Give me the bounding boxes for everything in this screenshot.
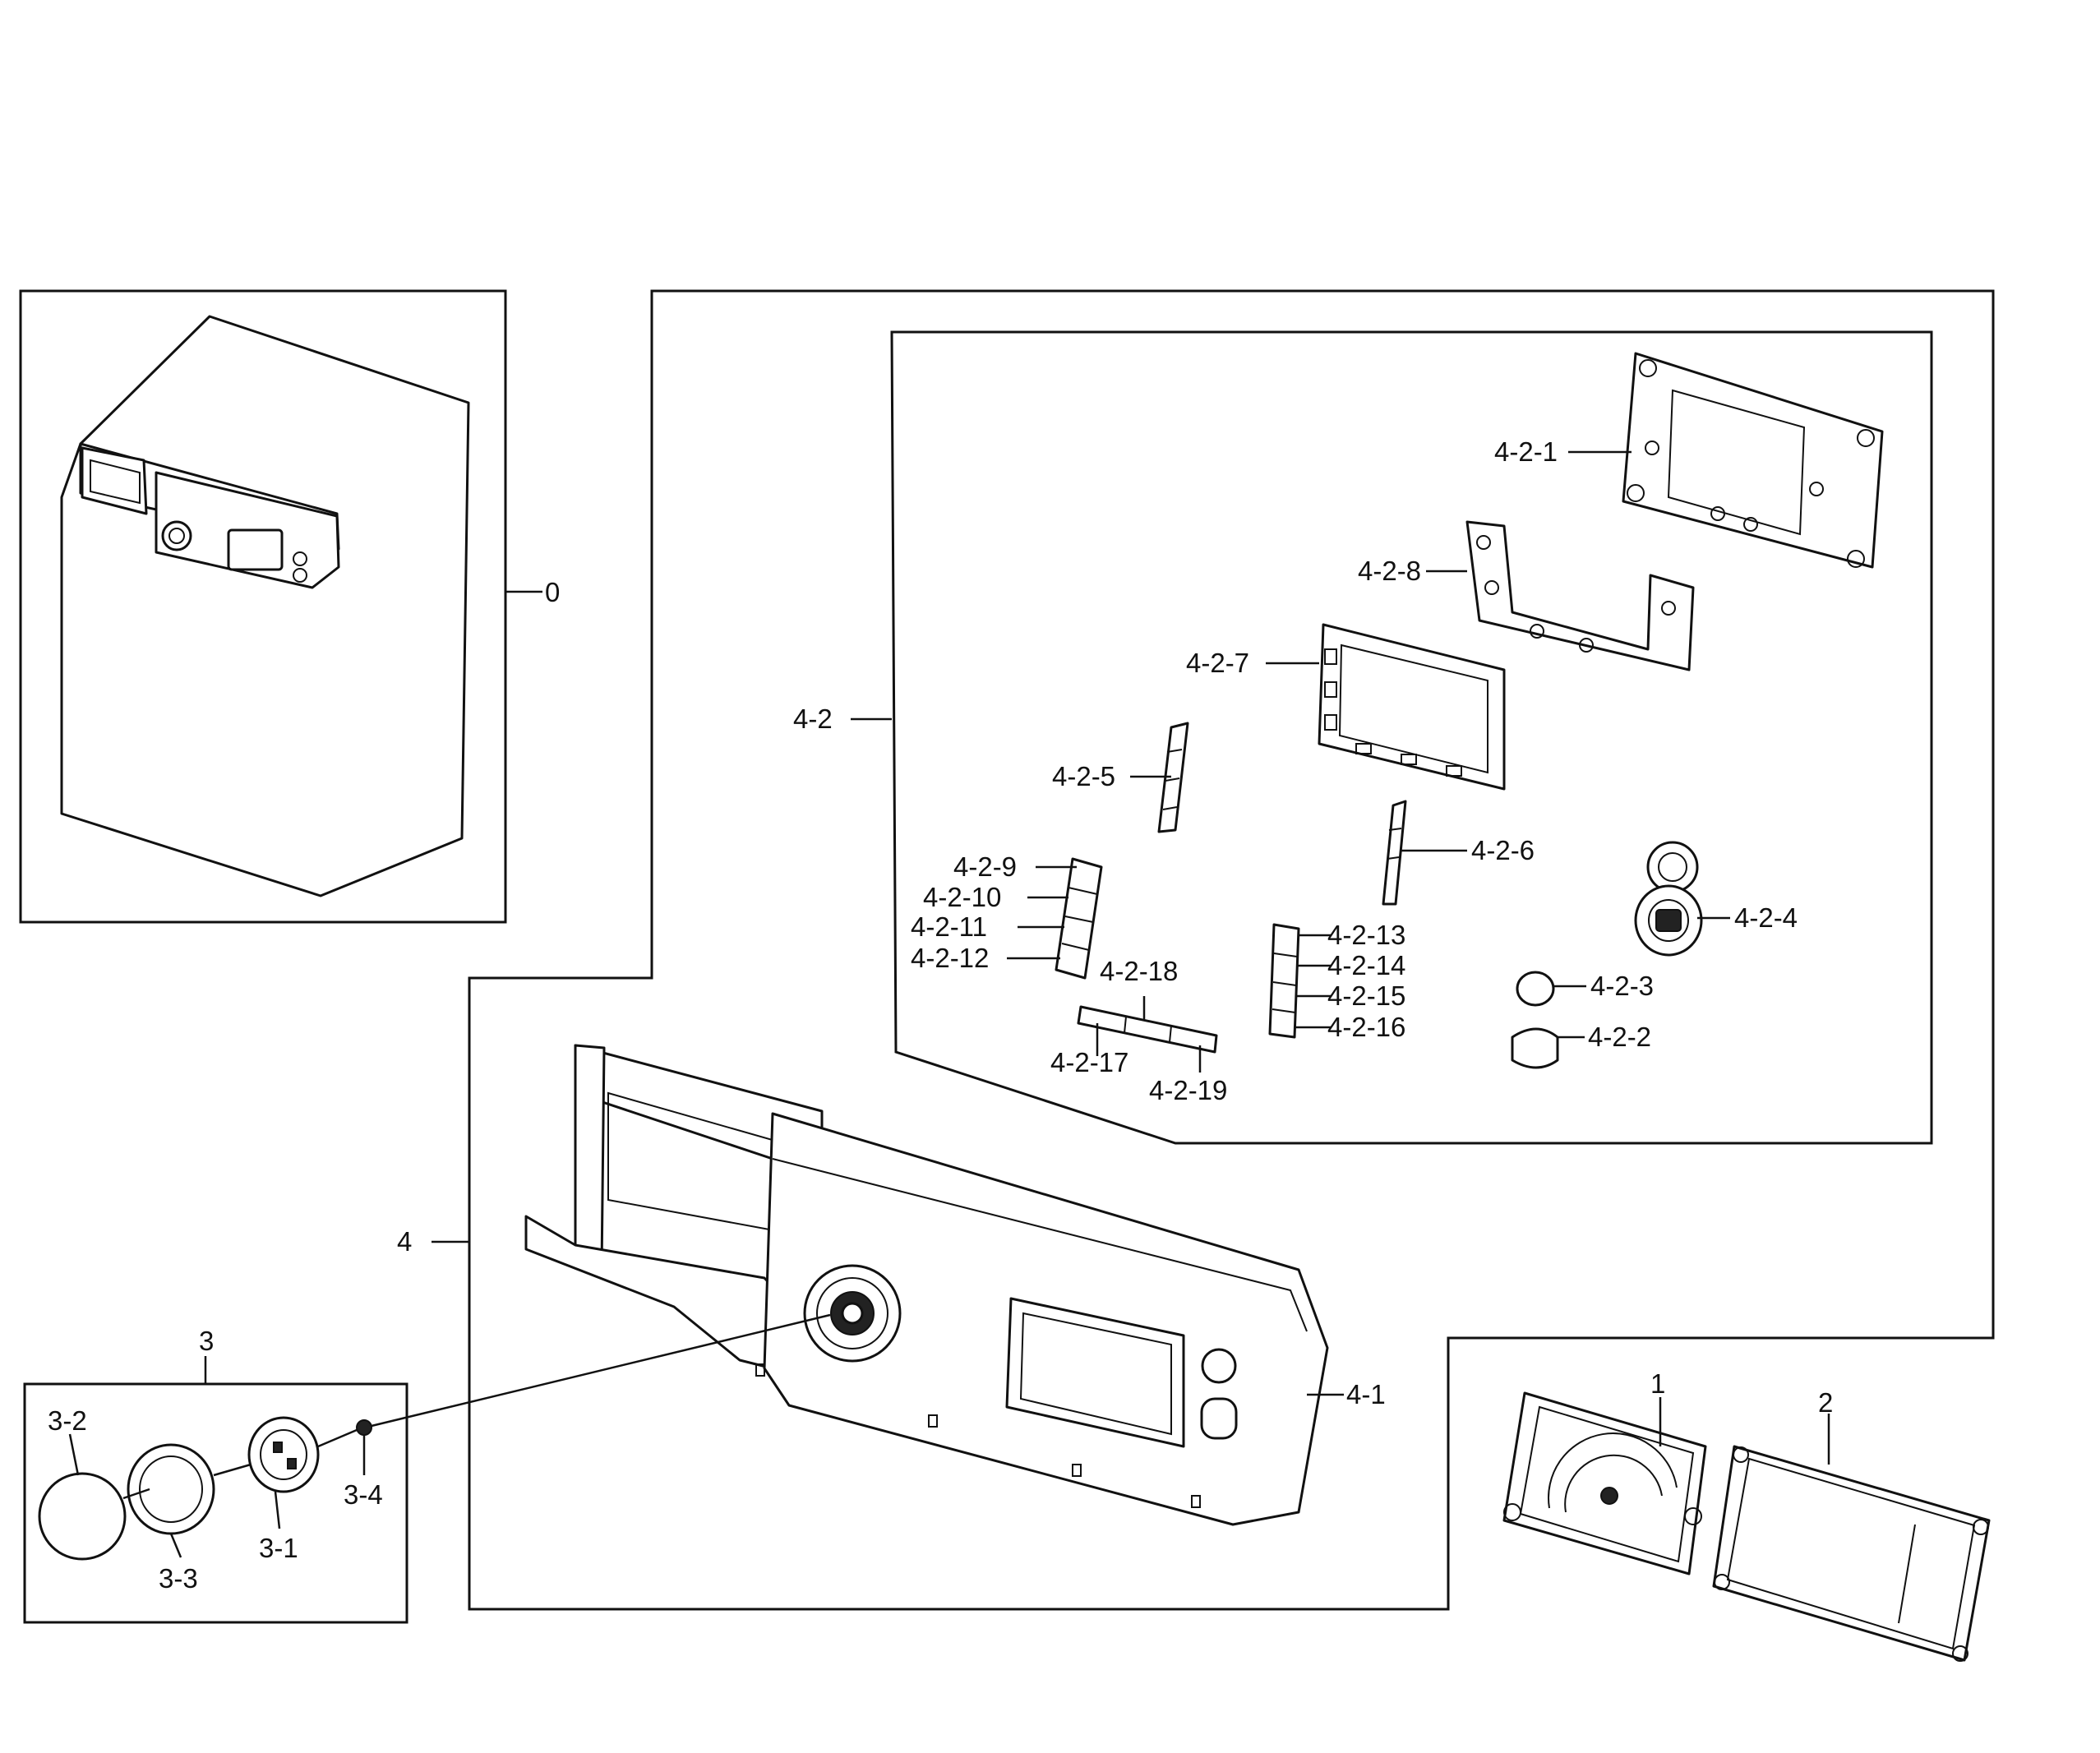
label-4-1: 4-1 (1346, 1379, 1386, 1409)
label-2: 2 (1818, 1387, 1833, 1418)
frame-assembly-4-2 (890, 330, 1933, 1145)
label-4-2-17: 4-2-17 (1050, 1047, 1128, 1077)
label-3-1: 3-1 (259, 1533, 298, 1563)
washer-overview (60, 315, 542, 897)
label-4-2-16: 4-2-16 (1327, 1012, 1405, 1042)
overview-dial (161, 520, 192, 551)
part-3-1-knob-body (247, 1416, 320, 1493)
label-4-2-11: 4-2-11 (911, 911, 987, 942)
part-4-2-9-12-button-stack (1007, 857, 1103, 980)
label-4-2-9: 4-2-9 (953, 851, 1017, 882)
label-4-2-14: 4-2-14 (1327, 950, 1405, 980)
part-2-pcb (1712, 1414, 1991, 1662)
part-4-2-7-display-frame (1266, 623, 1506, 791)
label-4-2-2: 4-2-2 (1588, 1022, 1651, 1052)
label-4-2-12: 4-2-12 (911, 943, 989, 973)
label-4-2-19: 4-2-19 (1149, 1075, 1227, 1105)
label-4-2-8: 4-2-8 (1358, 556, 1421, 586)
part-3-4-knob-nut (356, 1419, 372, 1436)
knob-assembly (38, 1313, 831, 1561)
part-4-2-8-sub-pcb (1426, 520, 1695, 671)
label-4-2: 4-2 (793, 704, 833, 734)
part-3-3-knob-ring (127, 1443, 215, 1535)
part-3-2-knob-cap (38, 1472, 127, 1561)
label-1: 1 (1650, 1368, 1665, 1399)
part-4-2-1-main-pcb (1568, 352, 1884, 569)
frame-assembly-3 (23, 1382, 408, 1624)
frame-assembly-0 (19, 289, 507, 924)
frame-assembly-4 (468, 289, 1995, 1611)
label-4-2-13: 4-2-13 (1327, 920, 1405, 950)
overview-display (227, 528, 284, 571)
label-4-2-18: 4-2-18 (1100, 956, 1178, 986)
part-4-2-2-cap (1511, 1027, 1585, 1069)
part-1-pcb (1502, 1391, 1707, 1575)
part-4-2-13-16-button-stack (1268, 923, 1332, 1039)
label-4-2-6: 4-2-6 (1471, 835, 1535, 865)
part-4-2-5-button-strip (1130, 722, 1189, 833)
label-4-2-4: 4-2-4 (1734, 902, 1798, 933)
label-4-2-10: 4-2-10 (923, 882, 1001, 912)
label-3: 3 (199, 1326, 214, 1356)
panel-display-window (1005, 1297, 1185, 1448)
part-4-2-17-19-button-bar (1077, 996, 1218, 1073)
label-4-2-5: 4-2-5 (1052, 761, 1115, 791)
part-4-2-4-dial-bracket (1634, 841, 1730, 957)
label-3-4: 3-4 (344, 1479, 383, 1510)
part-4-2-6-button-strip (1382, 800, 1467, 906)
label-4: 4 (397, 1226, 412, 1257)
label-4-2-7: 4-2-7 (1186, 648, 1249, 678)
control-panel-housing (524, 1044, 1344, 1526)
panel-button-lower (1200, 1397, 1238, 1440)
label-3-2: 3-2 (48, 1405, 87, 1436)
part-4-2-3-cap (1516, 971, 1586, 1007)
label-3-3: 3-3 (159, 1563, 198, 1594)
label-4-2-1: 4-2-1 (1494, 436, 1558, 467)
label-4-2-15: 4-2-15 (1327, 980, 1405, 1011)
label-4-2-3: 4-2-3 (1590, 971, 1654, 1001)
panel-button-upper (1201, 1348, 1237, 1384)
label-0: 0 (545, 577, 560, 607)
